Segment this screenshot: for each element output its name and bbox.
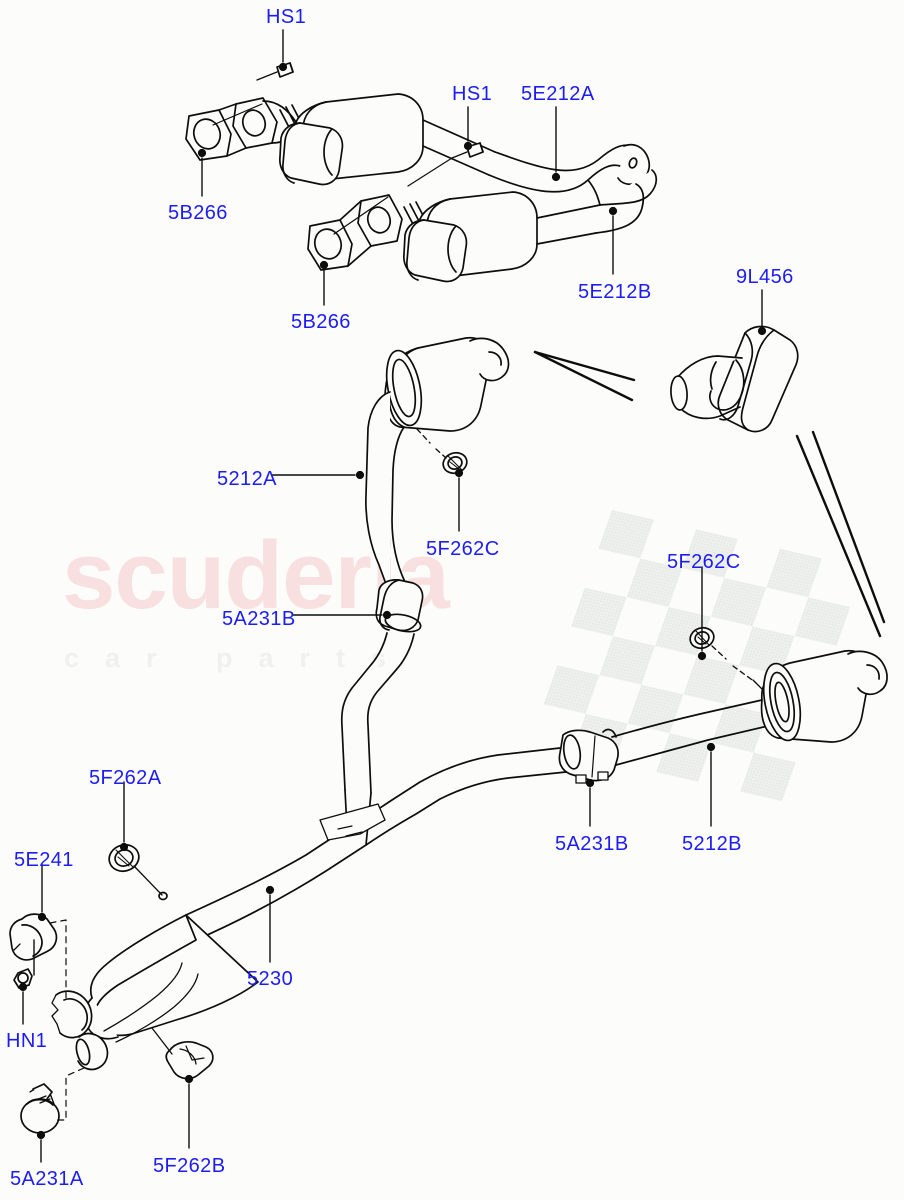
part-label-5f262a: 5F262A: [89, 767, 162, 789]
part-label-5230: 5230: [247, 968, 294, 990]
section-break-lines-center: [533, 350, 636, 402]
part-label-5b266-upper: 5B266: [168, 202, 228, 224]
front-exhaust-pipe-assembly: [488, 143, 658, 234]
exhaust-clamp-5a231b-right: [558, 729, 619, 784]
exhaust-clamp-5a231a: [20, 1083, 60, 1134]
part-label-hn1: HN1: [6, 1030, 48, 1052]
catalytic-converter-bank2: [307, 191, 601, 283]
exhaust-clamp-5a231b-left: [375, 579, 424, 633]
part-label-5e241: 5E241: [14, 849, 74, 871]
exhaust-bolt-hs1-top: [256, 62, 294, 81]
rear-silencer-left: [365, 337, 510, 606]
exhaust-rubber-mount-5f262b: [165, 1040, 214, 1080]
part-label-5212b: 5212B: [682, 833, 742, 855]
part-label-5b266-lower: 5B266: [291, 311, 351, 333]
rear-silencer-right: [602, 650, 888, 766]
part-label-5e212b: 5E212B: [578, 281, 652, 303]
part-label-5a231b-right: 5A231B: [555, 833, 629, 855]
part-label-9l456: 9L456: [736, 266, 794, 288]
part-label-5a231b-left: 5A231B: [222, 608, 296, 630]
part-label-5f262b: 5F262B: [153, 1155, 226, 1177]
part-label-5f262c-left: 5F262C: [426, 538, 500, 560]
part-label-5f262c-right: 5F262C: [667, 551, 741, 573]
part-label-hs1-top: HS1: [266, 6, 307, 28]
part-label-hs1-mid: HS1: [452, 83, 493, 105]
section-break-lines-right: [795, 430, 886, 638]
exhaust-rubber-mount-5f262a: [108, 843, 140, 873]
center-exhaust-pipe: [185, 747, 567, 941]
catalytic-converter-bank1: [185, 93, 496, 186]
part-label-5212a: 5212A: [217, 468, 277, 490]
leader-lines: [18, 29, 767, 1163]
main-muffler-5230: [51, 914, 259, 1071]
part-label-5e212a: 5E212A: [521, 83, 595, 105]
part-label-5a231a: 5A231A: [10, 1168, 84, 1190]
exhaust-hanger-9l456: [670, 325, 799, 433]
